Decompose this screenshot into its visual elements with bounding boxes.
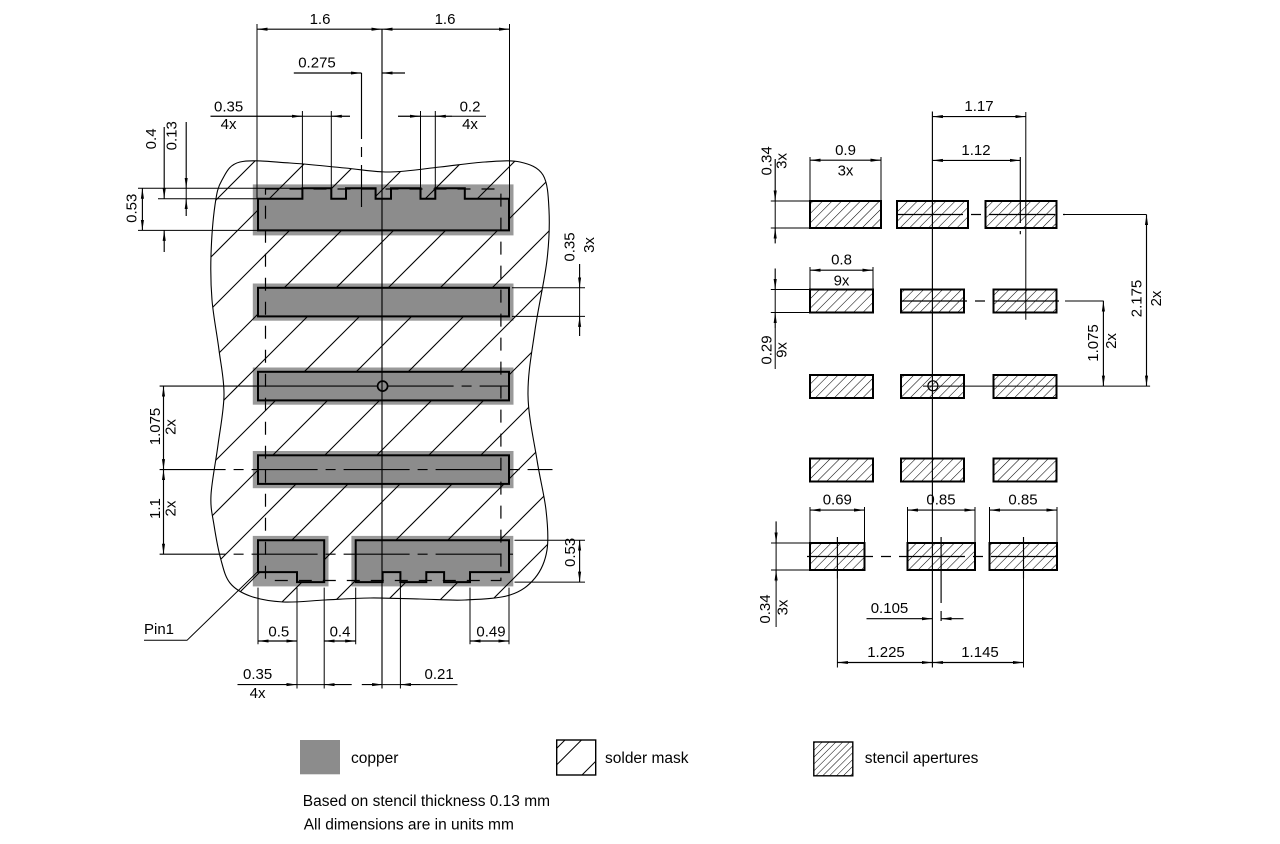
svg-text:0.53: 0.53 (562, 538, 579, 567)
svg-text:0.4: 0.4 (143, 128, 160, 149)
svg-text:0.49: 0.49 (476, 624, 505, 641)
svg-text:0.105: 0.105 (871, 600, 909, 617)
svg-text:0.9: 0.9 (835, 142, 856, 159)
svg-text:1.145: 1.145 (961, 644, 999, 661)
svg-text:4x: 4x (221, 116, 237, 133)
svg-text:0.5: 0.5 (268, 624, 289, 641)
svg-text:0.8: 0.8 (831, 252, 852, 269)
svg-text:2.175: 2.175 (1129, 280, 1146, 318)
svg-text:9x: 9x (834, 273, 850, 290)
svg-text:4x: 4x (250, 685, 266, 702)
svg-text:0.53: 0.53 (124, 194, 141, 223)
svg-text:stencil apertures: stencil apertures (865, 750, 979, 767)
svg-text:Based on stencil thickness 0.1: Based on stencil thickness 0.13 mm (303, 793, 550, 810)
svg-text:0.35: 0.35 (243, 666, 272, 683)
svg-text:solder mask: solder mask (605, 750, 689, 767)
svg-text:2x: 2x (163, 419, 180, 435)
svg-text:3x: 3x (775, 599, 792, 615)
svg-text:1.6: 1.6 (435, 11, 456, 28)
svg-text:0.35: 0.35 (561, 232, 578, 261)
svg-text:copper: copper (351, 750, 398, 767)
svg-text:3x: 3x (838, 163, 854, 180)
svg-text:1.075: 1.075 (1085, 324, 1102, 362)
svg-text:2x: 2x (1103, 333, 1120, 349)
svg-text:0.21: 0.21 (424, 666, 453, 683)
svg-text:0.275: 0.275 (298, 55, 336, 72)
svg-text:1.075: 1.075 (147, 408, 164, 446)
svg-text:0.34: 0.34 (759, 146, 776, 175)
svg-text:0.85: 0.85 (926, 492, 955, 509)
svg-text:0.34: 0.34 (757, 594, 774, 623)
svg-text:4x: 4x (462, 116, 478, 133)
svg-text:1.225: 1.225 (867, 644, 905, 661)
svg-text:0.4: 0.4 (330, 624, 351, 641)
svg-text:3x: 3x (773, 152, 790, 168)
svg-text:0.69: 0.69 (823, 492, 852, 509)
svg-text:1.6: 1.6 (310, 11, 331, 28)
svg-text:0.85: 0.85 (1008, 492, 1037, 509)
svg-text:1.1: 1.1 (147, 498, 164, 519)
svg-text:3x: 3x (581, 237, 598, 253)
svg-text:2x: 2x (1148, 290, 1165, 306)
svg-text:All dimensions are in units mm: All dimensions are in units mm (304, 816, 514, 833)
svg-text:0.29: 0.29 (759, 335, 776, 364)
svg-text:2x: 2x (163, 500, 180, 516)
svg-text:Pin1: Pin1 (144, 621, 174, 638)
svg-text:9x: 9x (773, 342, 790, 358)
svg-text:1.17: 1.17 (964, 98, 993, 115)
svg-text:0.13: 0.13 (164, 121, 181, 150)
svg-text:0.35: 0.35 (214, 98, 243, 115)
svg-text:1.12: 1.12 (961, 142, 990, 159)
svg-text:0.2: 0.2 (460, 98, 481, 115)
